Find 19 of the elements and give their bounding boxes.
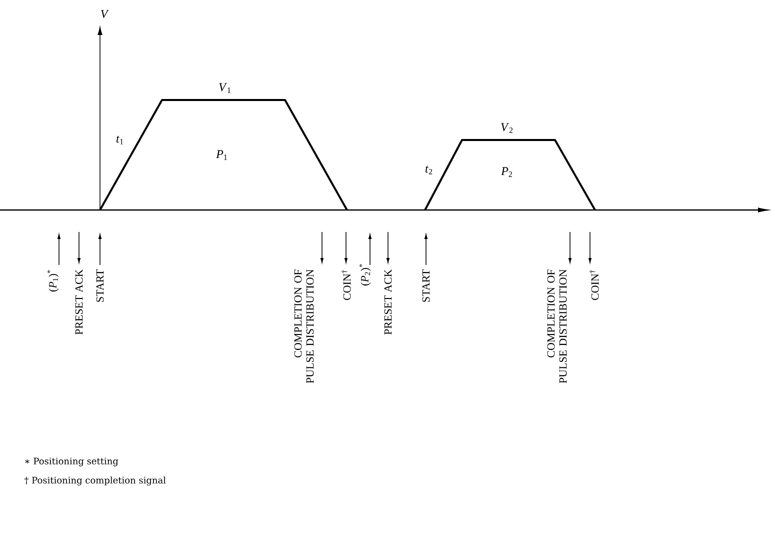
curve-label: V$_{2}$ (501, 123, 513, 133)
signal-label: START (96, 269, 104, 302)
signal-label: (P$_{2}$)$^{*}$ (359, 264, 371, 286)
curve-label: t$_{1}$ (116, 136, 124, 144)
signal-label: COIN$^{†}$ (589, 270, 599, 300)
signal-label: (P$_{1}$)$^{*}$ (47, 270, 59, 292)
signal-label: PRESET ACK (75, 269, 83, 335)
footnote: † Positioning completion signal (24, 476, 166, 486)
signal-label: PRESET ACK (384, 269, 392, 335)
curve-label: P$_{1}$ (216, 150, 227, 160)
axis-label: V (100, 10, 109, 18)
curve-label: P$_{2}$ (501, 167, 512, 177)
curve-label: t$_{2}$ (426, 166, 432, 174)
signal-label: COMPLETION OF PULSE DISTRIBUTION (547, 269, 567, 384)
curve-label: V$_{1}$ (219, 83, 230, 93)
footnote: ∗ Positioning setting (25, 458, 118, 466)
signal-label: COIN$^{†}$ (341, 270, 351, 300)
signal-label: START (422, 269, 430, 302)
signal-label: COMPLETION OF PULSE DISTRIBUTION (294, 269, 314, 384)
